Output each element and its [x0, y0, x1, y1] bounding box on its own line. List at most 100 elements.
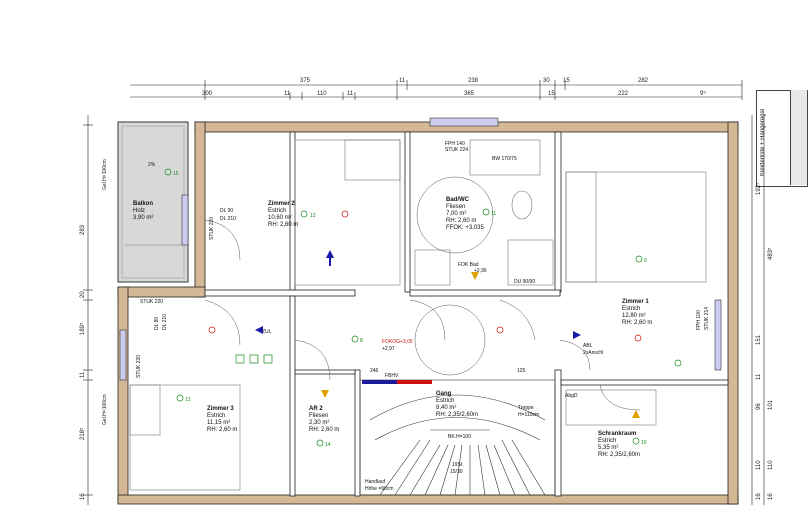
room-zimmer-1: Zimmer 1 Estrich 12,80 m² RH: 2,60 m [622, 299, 652, 326]
svg-text:Estrich: Estrich [436, 398, 454, 404]
label-246: 246 [370, 368, 379, 374]
dim-top-b4: 11 [347, 91, 354, 97]
svg-text:Estrich: Estrich [622, 306, 640, 312]
dim-top-6: 282 [638, 78, 649, 84]
label-treppe: Treppe [518, 405, 534, 411]
dim-right-6: 101 [768, 399, 774, 410]
label-stuk220-a: STUK 220 [209, 217, 215, 240]
dim-right-10: 16 [768, 493, 774, 500]
dimension-lines-right [751, 115, 765, 505]
room-ar-2: AR 2 Fliesen 2,30 m² RH: 2,60 m [309, 406, 339, 433]
dim-right-5: 96 [756, 403, 762, 410]
sym-14: 14 [325, 442, 331, 448]
svg-text:2,30 m²: 2,30 m² [309, 420, 329, 426]
svg-text:Gang: Gang [436, 391, 452, 397]
svg-text:8,40 m²: 8,40 m² [436, 405, 456, 411]
label-fbhv: FBHV [385, 373, 399, 379]
label-abgd: AbgD [565, 393, 578, 399]
svg-text:Zimmer 2: Zimmer 2 [268, 201, 295, 207]
sym-15: 15 [173, 171, 179, 177]
label-handlauf: Handlauf [365, 479, 386, 485]
svg-text:3,90 m²: 3,90 m² [133, 215, 153, 221]
dim-top-3: 238 [468, 78, 479, 84]
dim-right-4: 11 [756, 373, 762, 380]
dim-left-6: 16 [80, 493, 86, 500]
room-balkon: Balkon Holz 3,90 m² [133, 201, 153, 221]
svg-text:RH: 2,60 m: RH: 2,60 m [207, 427, 237, 433]
dim-top-b6: 15 [548, 91, 555, 97]
furniture [129, 139, 707, 491]
dim-right-7: 16 [756, 493, 762, 500]
dim-top-2: 11 [399, 78, 406, 84]
dim-right-3: 151 [756, 334, 762, 345]
dim-right-1: 192⁵ [755, 182, 762, 195]
sym-13: 13 [185, 397, 191, 403]
svg-text:Estrich: Estrich [207, 413, 225, 419]
windows [119, 117, 722, 381]
label-125: 125 [517, 368, 526, 374]
label-fph140: FPH 140 [445, 141, 465, 147]
room-gang: Gang Estrich 8,40 m² RH: 2,35/2,60m [436, 391, 478, 418]
door-swings [204, 176, 641, 411]
sym-9: 9 [644, 258, 647, 264]
svg-text:RH: 2,60 m: RH: 2,60 m [268, 222, 298, 228]
label-stuk220-b: STUK 220 [140, 299, 163, 305]
label-fph100: FPH 100 [696, 310, 702, 330]
svg-text:Balkon: Balkon [133, 201, 153, 207]
label-stuk214: STUK 214 [704, 307, 710, 330]
label-dl90: DL 90 [220, 208, 233, 214]
svg-text:10,60 m²: 10,60 m² [268, 215, 292, 221]
label-bkh: BK.H=100 [448, 434, 471, 440]
svg-text:RH: 2,35/2,60m: RH: 2,35/2,60m [598, 452, 640, 458]
sym-10: 10 [641, 440, 647, 446]
dim-top-4: 30 [543, 78, 550, 84]
svg-text:Fliesen: Fliesen [446, 204, 465, 210]
dim-left-4: 11 [80, 371, 86, 378]
label-du: DU 90/90 [514, 279, 535, 285]
dim-top-b3: 110 [317, 91, 327, 97]
svg-text:Estrich: Estrich [268, 208, 286, 214]
svg-text:5,35 m²: 5,35 m² [598, 445, 618, 451]
dim-top-b5: 365 [464, 91, 475, 97]
label-ffok: +3,05 [400, 339, 413, 345]
svg-text:Zimmer 3: Zimmer 3 [207, 406, 234, 412]
dim-left-3: 189⁵ [79, 322, 86, 335]
svg-text:RH: 2,60 m: RH: 2,60 m [446, 218, 476, 224]
svg-text:RH: 2,60 m: RH: 2,60 m [622, 320, 652, 326]
label-fok-bad-value: +2,96 [474, 268, 487, 274]
dimension-lines-top [130, 80, 743, 100]
electrical-symbols [164, 168, 682, 447]
svg-text:7,00 m²: 7,00 m² [446, 211, 466, 217]
svg-text:FFOK: +3,035: FFOK: +3,035 [446, 225, 485, 231]
svg-text:Zimmer 1: Zimmer 1 [622, 299, 649, 305]
flow-arrows [255, 250, 640, 418]
dim-left-1: 283 [80, 224, 86, 235]
label-dl210: DL 210 [220, 216, 236, 222]
svg-text:Estrich: Estrich [598, 438, 616, 444]
label-dl80: DL 80 [154, 317, 160, 330]
dim-top-b8: 9⁵ [700, 90, 706, 97]
sym-8: 8 [360, 338, 363, 344]
svg-text:AR 2: AR 2 [309, 406, 323, 412]
room-zimmer-3: Zimmer 3 Estrich 11,15 m² RH: 2,60 m [207, 406, 237, 433]
dim-left-2: 20 [80, 291, 86, 298]
svg-text:RH: 2,60 m: RH: 2,60 m [309, 427, 339, 433]
svg-text:Holz: Holz [133, 208, 145, 214]
dim-top-b2: 11 [284, 91, 291, 97]
dim-top-b7: 222 [618, 91, 629, 97]
svg-text:12,80 m²: 12,80 m² [622, 313, 646, 319]
label-bw: BW 170/75 [492, 156, 517, 162]
label-handlauf-h: Höhe =90cm [365, 486, 394, 492]
svg-text:RH: 2,35/2,60m: RH: 2,35/2,60m [436, 412, 478, 418]
label-zul: ZUL [262, 329, 272, 335]
staircase [359, 379, 556, 496]
label-treppe-h: H=110cm [518, 412, 539, 418]
sym-12: 12 [310, 213, 316, 219]
room-schrankraum: Schrankraum Estrich 5,35 m² RH: 2,35/2,6… [598, 431, 640, 458]
interior-walls [204, 131, 729, 497]
label-fokog: FOKOG [382, 339, 400, 345]
smoke-detectors [208, 210, 642, 342]
svg-text:Schrankraum: Schrankraum [598, 431, 636, 437]
svg-text:Fliesen: Fliesen [309, 413, 328, 419]
